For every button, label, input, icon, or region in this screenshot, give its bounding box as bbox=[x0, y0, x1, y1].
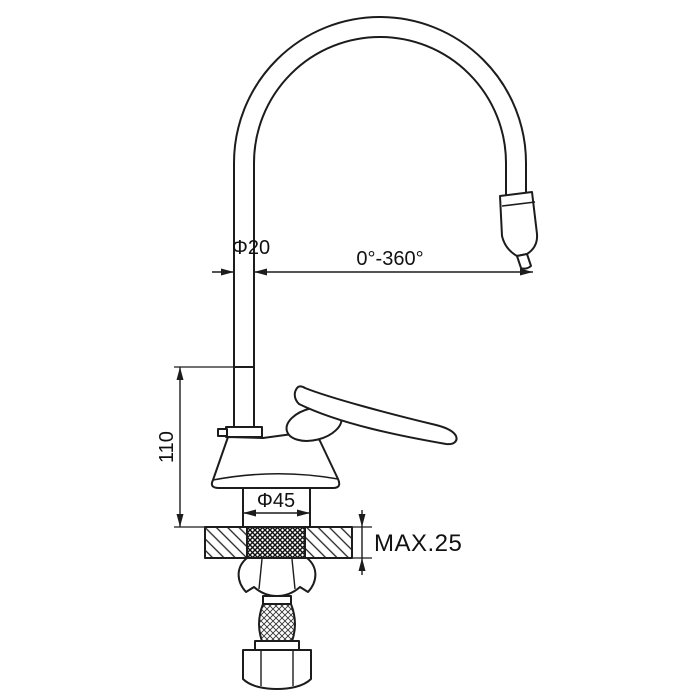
dimension-annotations: Φ20 0°-360° 110 Φ45 MAX.25 bbox=[156, 237, 533, 575]
arrow-up bbox=[176, 367, 184, 380]
arrow-up-to-bottom bbox=[358, 558, 366, 571]
dim-spout-diameter-and-swivel: Φ20 0°-360° bbox=[212, 237, 533, 276]
label-max-thickness: MAX.25 bbox=[374, 530, 462, 557]
arrow-down-to-top bbox=[358, 514, 366, 527]
dim-height: 110 bbox=[156, 366, 248, 528]
counter-slab-left bbox=[204, 526, 248, 559]
arrow-down bbox=[176, 514, 184, 527]
counter-slab-right bbox=[304, 526, 353, 559]
arrow-at-spray-tip bbox=[520, 268, 533, 276]
faucet-body bbox=[210, 385, 458, 489]
faucet-drawing bbox=[204, 16, 539, 690]
dim-max-thickness: MAX.25 bbox=[352, 510, 462, 575]
faucet-base bbox=[242, 488, 311, 527]
arrow-left bbox=[243, 509, 256, 517]
hex-connector-nut bbox=[242, 649, 312, 690]
wing-mounting-nut bbox=[237, 557, 317, 597]
body-seam-line bbox=[212, 472, 339, 481]
arrow-left-at-right-wall bbox=[254, 268, 267, 276]
spout-outer-wall bbox=[233, 16, 527, 436]
label-base-diameter: Φ45 bbox=[257, 490, 295, 512]
label-height: 110 bbox=[156, 431, 178, 463]
spray-head-tip bbox=[516, 253, 532, 270]
threaded-shank bbox=[246, 526, 306, 561]
arrow-right-at-left-wall bbox=[221, 268, 234, 276]
label-swivel-range: 0°-360° bbox=[356, 248, 423, 270]
hose-collar-bottom bbox=[254, 640, 300, 651]
lever-handle bbox=[293, 385, 458, 446]
spray-head bbox=[499, 191, 539, 270]
dim-base-diameter: Φ45 bbox=[243, 490, 310, 517]
spout-inner-wall bbox=[253, 36, 507, 436]
arrow-right bbox=[297, 509, 310, 517]
collar-tab bbox=[217, 428, 228, 437]
hose-collar-top bbox=[262, 595, 292, 605]
mounting-hardware bbox=[237, 557, 317, 690]
label-spout-diameter: Φ20 bbox=[232, 237, 270, 259]
spout-collar bbox=[225, 426, 263, 438]
countertop-section bbox=[204, 526, 353, 561]
braided-hose bbox=[258, 603, 296, 642]
